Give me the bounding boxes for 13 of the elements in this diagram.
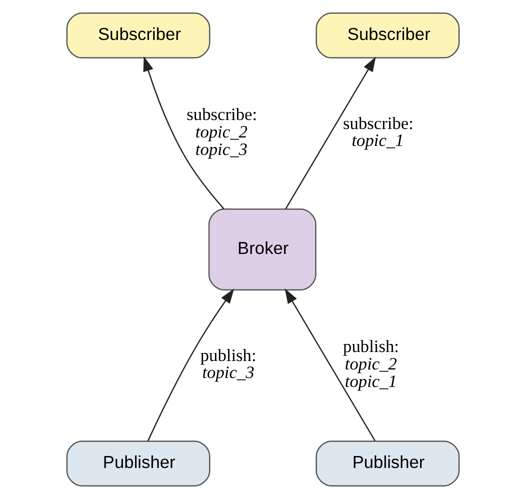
edge-label: subscribe: topic_2 topic_3 (186, 105, 258, 159)
node-box: Publisher (66, 440, 210, 486)
edge-label: publish: topic_3 (200, 346, 256, 382)
arrow (285, 56, 376, 210)
edge-label: subscribe: topic_1 (343, 114, 414, 150)
node-box: Subscriber (316, 12, 460, 58)
arrow (284, 288, 376, 442)
arrow (143, 56, 224, 210)
arrow (147, 288, 234, 442)
node-box: Publisher (316, 440, 460, 486)
edge-label: publish: topic_2 topic_1 (343, 337, 399, 391)
node-box: Subscriber (66, 12, 210, 58)
node-box: Broker (208, 208, 316, 290)
